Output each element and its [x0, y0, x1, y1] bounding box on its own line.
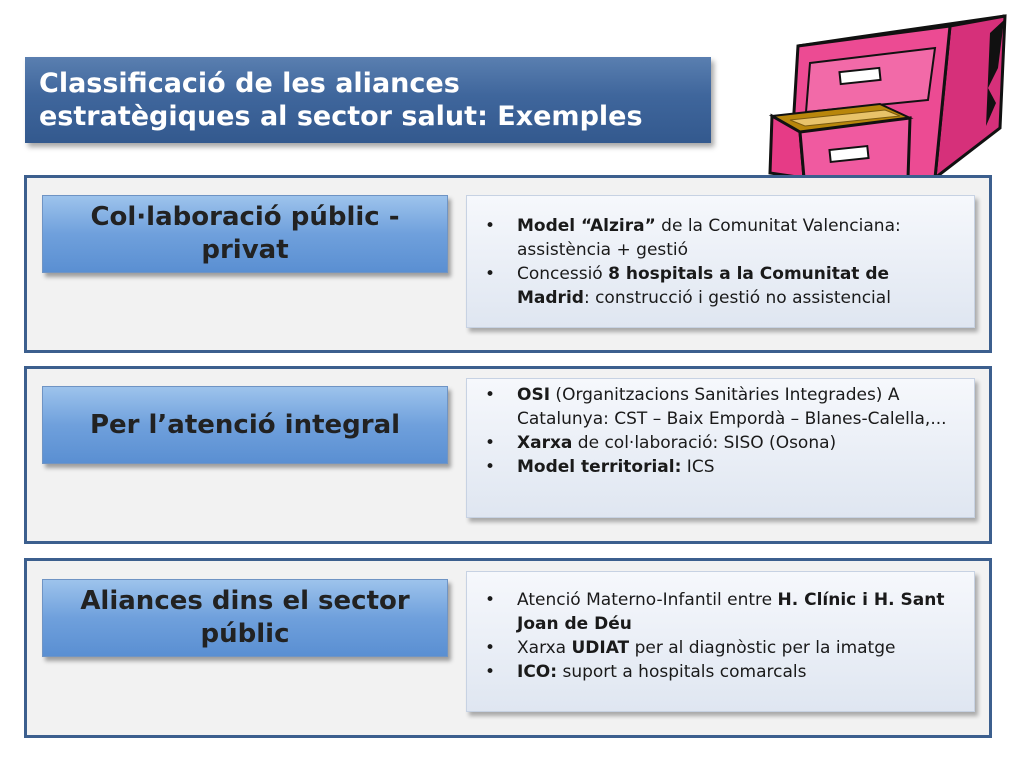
list-item: • Model “Alzira” de la Comunitat Valencia…	[479, 214, 962, 262]
bullet: •	[485, 590, 496, 610]
title-line-2: estratègiques al sector salut: Exemples	[39, 101, 643, 132]
list-item: • ICO: suport a hospitals comarcals	[479, 660, 962, 684]
item-text: Xarxa	[517, 638, 572, 658]
bold-text: Model territorial:	[517, 457, 682, 477]
filing-cabinet-icon	[768, 14, 1007, 178]
item-text: Concessió	[517, 264, 609, 284]
bold-text: 8 hospitals a la Comunitat de Madrid	[517, 264, 890, 308]
bullet: •	[485, 433, 496, 453]
list-item: • Atenció Materno-Infantil entre H. Clíni…	[479, 588, 962, 636]
bold-text: H. Clínic i H. Sant Joan de Déu	[517, 590, 945, 634]
item-text: (Organitzacions Sanitàries Integrades) A…	[517, 385, 947, 429]
bullet: •	[485, 662, 496, 682]
item-text: : construcció i gestió no assistencial	[583, 288, 891, 308]
section-integrated-care: Per l’atenció integral • OSI (Organitzaci…	[24, 366, 992, 544]
item-text: de la Comunitat Valenciana: assistència …	[517, 216, 901, 260]
list-item: • Concessió 8 hospitals a la Comunitat de…	[479, 262, 962, 310]
bullet: •	[485, 638, 496, 658]
label-line-2: privat	[201, 235, 289, 265]
label-line-1: Aliances dins el sector	[80, 586, 410, 616]
section-label: Aliances dins el sector públic	[42, 579, 448, 657]
bullet: •	[485, 264, 496, 284]
item-text: suport a hospitals comarcals	[557, 662, 807, 682]
section-public-private: Col·laboració públic - privat • Model “Al…	[24, 175, 992, 353]
section-label: Per l’atenció integral	[42, 386, 448, 464]
bold-text: UDIAT	[571, 638, 630, 658]
bold-text: Xarxa	[517, 433, 573, 453]
list-item: • Xarxa de col·laboració: SISO (Osona)	[479, 431, 962, 455]
list-item: • OSI (Organitzacions Sanitàries Integrad…	[479, 383, 962, 431]
examples-list: • Model “Alzira” de la Comunitat Valencia…	[479, 214, 962, 310]
bold-text: OSI	[517, 385, 551, 405]
slide-title: Classificació de les aliances estratègiq…	[25, 57, 711, 143]
label-line-2: públic	[200, 619, 290, 649]
bold-text: Model “Alzira”	[517, 216, 656, 236]
label-line-1: Col·laboració públic -	[90, 202, 400, 232]
label-line-1: Per l’atenció integral	[89, 409, 401, 440]
title-line-1: Classificació de les aliances	[39, 68, 460, 99]
examples-box: • OSI (Organitzacions Sanitàries Integrad…	[466, 378, 975, 518]
bullet: •	[485, 457, 496, 477]
list-item: • Xarxa UDIAT per al diagnòstic per la im…	[479, 636, 962, 660]
item-text: ICS	[681, 457, 715, 477]
examples-list: • OSI (Organitzacions Sanitàries Integrad…	[479, 383, 962, 479]
item-text: per al diagnòstic per la imatge	[629, 638, 896, 658]
bullet: •	[485, 385, 496, 405]
list-item: • Model territorial: ICS	[479, 455, 962, 479]
bullet: •	[485, 216, 496, 236]
section-label: Col·laboració públic - privat	[42, 195, 448, 273]
examples-box: • Model “Alzira” de la Comunitat Valencia…	[466, 195, 975, 328]
section-public-sector: Aliances dins el sector públic • Atenció …	[24, 558, 992, 738]
item-text: de col·laboració: SISO (Osona)	[572, 433, 837, 453]
item-text: Atenció Materno-Infantil entre	[517, 590, 778, 610]
examples-box: • Atenció Materno-Infantil entre H. Clíni…	[466, 571, 975, 712]
examples-list: • Atenció Materno-Infantil entre H. Clíni…	[479, 588, 962, 684]
bold-text: ICO:	[517, 662, 558, 682]
